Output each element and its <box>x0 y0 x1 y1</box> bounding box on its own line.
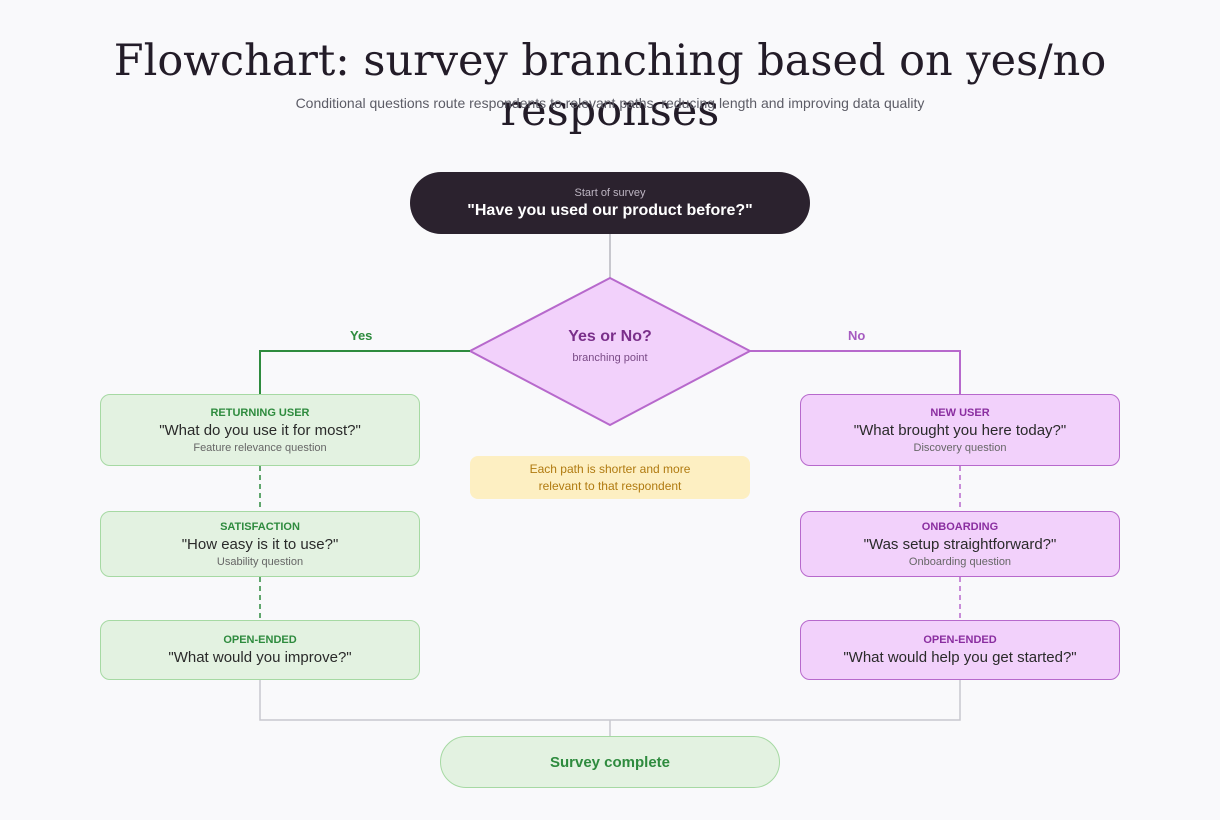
returning-user-node: RETURNING USER "What do you use it for m… <box>100 394 420 466</box>
node-tag: OPEN-ENDED <box>923 634 997 646</box>
note-line-2: relevant to that respondent <box>538 478 682 493</box>
connector-yes-branch <box>259 350 470 394</box>
connector-no-branch <box>750 350 961 394</box>
open-ended-yes-node: OPEN-ENDED "What would you improve?" <box>100 620 420 680</box>
end-node: Survey complete <box>440 736 780 788</box>
end-label: Survey complete <box>549 753 671 771</box>
node-caption: Onboarding question <box>908 555 1012 568</box>
start-node: Start of survey "Have you used our produ… <box>410 172 810 234</box>
node-question: "What would help you get started?" <box>843 649 1077 666</box>
open-ended-no-node: OPEN-ENDED "What would help you get star… <box>800 620 1120 680</box>
node-question: "What would you improve?" <box>168 649 352 666</box>
note-line-1: Each path is shorter and more <box>529 461 691 476</box>
new-user-node: NEW USER "What brought you here today?" … <box>800 394 1120 466</box>
note-callout: Each path is shorter and more relevant t… <box>470 456 750 499</box>
onboarding-node: ONBOARDING "Was setup straightforward?" … <box>800 511 1120 577</box>
node-caption: Discovery question <box>913 441 1007 454</box>
satisfaction-node: SATISFACTION "How easy is it to use?" Us… <box>100 511 420 577</box>
connector-merge <box>259 680 961 721</box>
node-caption: Usability question <box>216 555 304 568</box>
start-question: "Have you used our product before?" <box>467 201 753 219</box>
node-tag: OPEN-ENDED <box>223 634 297 646</box>
decision-caption: branching point <box>572 352 648 364</box>
start-caption: Start of survey <box>574 186 646 199</box>
node-tag: ONBOARDING <box>921 520 999 533</box>
page-title: Flowchart: survey branching based on yes… <box>113 36 1107 136</box>
decision-question: Yes or No? <box>568 328 652 345</box>
node-caption: Feature relevance question <box>193 441 327 454</box>
node-question: "What do you use it for most?" <box>159 421 361 439</box>
node-tag: RETURNING USER <box>210 406 310 419</box>
node-tag: NEW USER <box>930 406 990 419</box>
node-question: "How easy is it to use?" <box>181 535 339 553</box>
yes-branch-label: Yes <box>350 328 373 343</box>
no-branch-label: No <box>848 328 866 343</box>
node-tag: SATISFACTION <box>220 520 300 533</box>
decision-diamond <box>467 276 753 427</box>
decision-label: Yes or No? branching point <box>490 328 730 364</box>
page-subtitle: Conditional questions route respondents … <box>295 95 925 111</box>
node-question: "What brought you here today?" <box>853 421 1067 439</box>
node-question: "Was setup straightforward?" <box>863 535 1057 553</box>
